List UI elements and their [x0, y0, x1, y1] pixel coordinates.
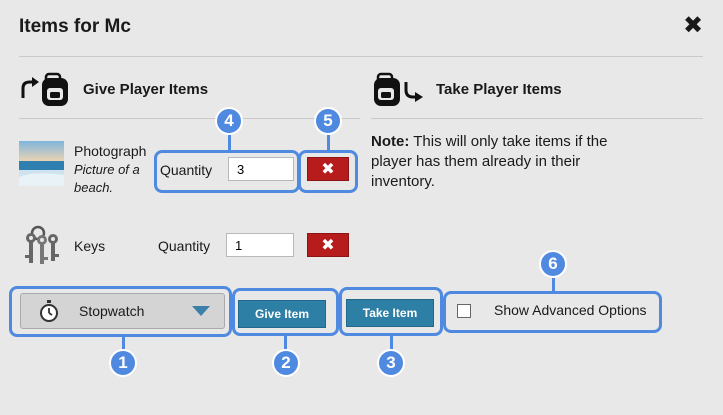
chevron-down-icon [192, 306, 210, 316]
quantity-input[interactable] [226, 233, 294, 257]
callout-stem [327, 135, 330, 150]
callout-stem [390, 336, 393, 350]
quantity-label: Quantity [158, 238, 211, 254]
annotation-marker: 4 [215, 107, 243, 135]
take-section-title: Take Player Items [436, 81, 562, 98]
remove-item-button[interactable]: ✖ [307, 157, 349, 181]
annotation-marker: 1 [109, 349, 137, 377]
give-items-icon [20, 72, 75, 108]
quantity-input[interactable] [228, 157, 294, 181]
item-select-dropdown[interactable]: Stopwatch [20, 293, 225, 329]
item-description: Picture of a beach. [74, 162, 140, 195]
dialog-title: Items for Mc [19, 16, 131, 37]
photograph-thumbnail [19, 141, 64, 186]
give-item-button[interactable]: Give Item [238, 300, 326, 328]
annotation-marker: 3 [377, 349, 405, 377]
remove-item-button[interactable]: ✖ [307, 233, 349, 257]
close-x-icon: ✖ [321, 237, 335, 254]
item-name: Photograph [74, 143, 147, 159]
take-items-icon [372, 72, 427, 108]
keys-icon [22, 224, 64, 268]
callout-stem [552, 277, 555, 291]
take-note: Note: This will only take items if the p… [371, 132, 646, 192]
advanced-options-checkbox[interactable] [457, 304, 471, 318]
annotation-marker: 5 [314, 107, 342, 135]
take-item-button[interactable]: Take Item [346, 299, 434, 327]
advanced-options-label[interactable]: Show Advanced Options [494, 302, 647, 318]
close-icon[interactable]: ✖ [683, 12, 704, 39]
header-divider [19, 56, 703, 57]
annotation-marker: 2 [272, 349, 300, 377]
close-x-icon: ✖ [321, 161, 335, 178]
note-text: This will only take items if the player … [371, 133, 608, 190]
stopwatch-icon [39, 300, 59, 322]
item-name: Keys [74, 238, 106, 254]
annotation-marker: 6 [539, 250, 567, 278]
callout-stem [228, 135, 231, 150]
quantity-label: Quantity [160, 162, 213, 178]
callout-stem [122, 336, 125, 350]
take-section-divider [371, 118, 703, 119]
note-label: Note: [371, 133, 410, 150]
dropdown-selected-value: Stopwatch [79, 303, 145, 319]
give-section-divider [19, 118, 360, 119]
callout-stem [284, 336, 287, 350]
give-section-title: Give Player Items [83, 81, 209, 98]
